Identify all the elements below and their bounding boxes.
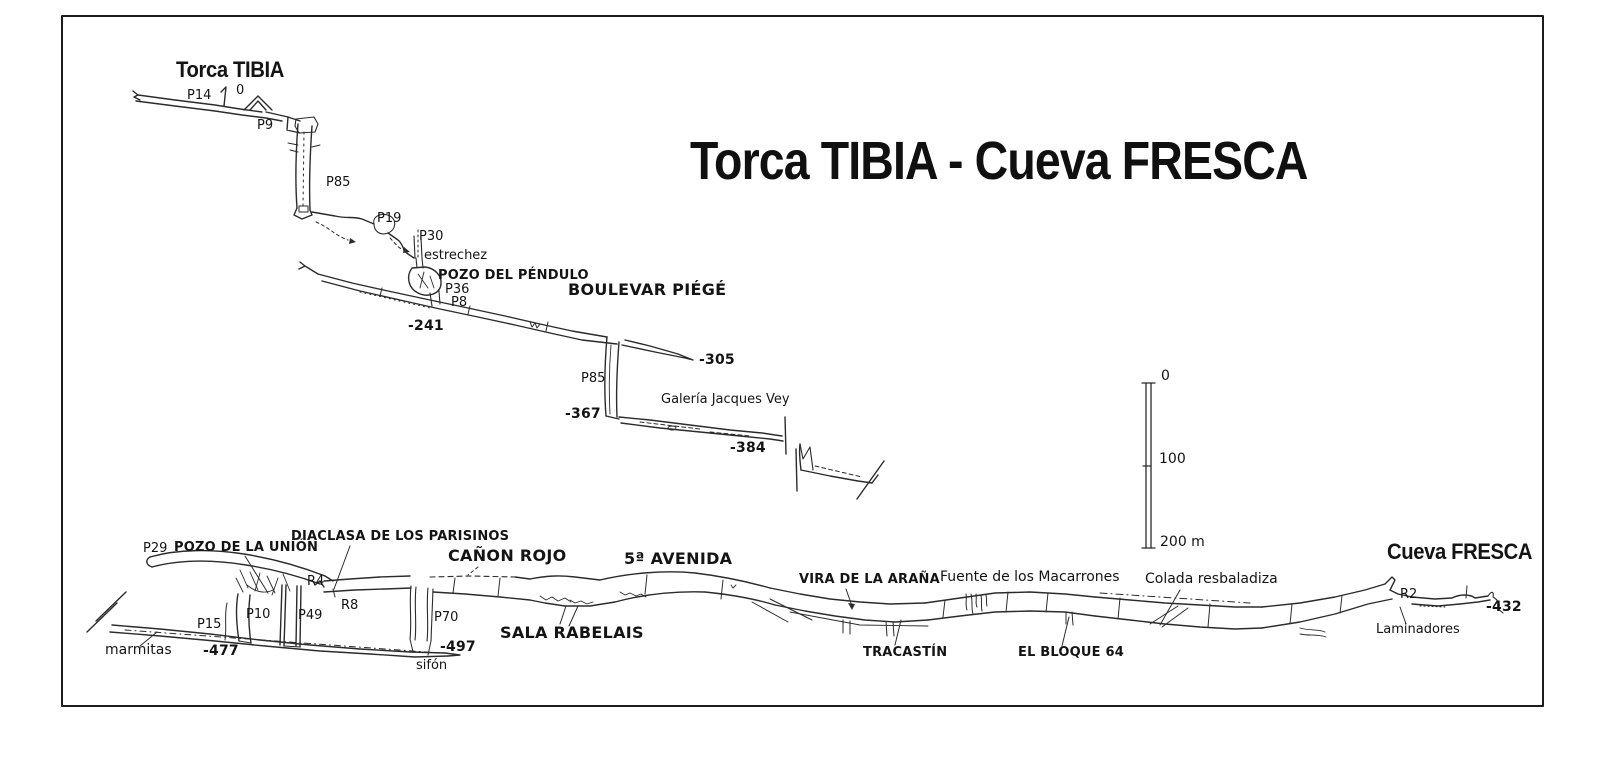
feature-label-galeria-jacques-vey: Galería Jacques Vey [661,392,790,407]
feature-label-vira-de-la-arana: VIRA DE LA ARAÑA [799,572,940,587]
pitch-label-p36: P36 [445,282,470,297]
pitch-label-p49: P49 [298,608,323,623]
pitch-label-p29: P29 [143,541,168,556]
feature-label-tracastin: TRACASTÍN [863,645,948,660]
feature-label-diaclasa-parisinos: DIACLASA DE LOS PARISINOS [291,529,510,544]
feature-label-sala-rabelais: SALA RABELAIS [500,623,644,642]
pitch-label-r4: R4 [307,574,325,589]
cueva-fresca-passages [86,545,1504,658]
feature-label-pozo-del-pendulo: POZO DEL PÉNDULO [438,268,589,283]
scale-bar [1141,382,1156,549]
feature-label-pozo-de-la-union: POZO DE LA UNIÓN [174,540,319,555]
map-title: Torca TIBIA - Cueva FRESCA [690,131,1308,191]
scale-tick-0: 0 [1161,368,1170,384]
pitch-label-p10: P10 [246,607,271,622]
pitch-label-r2: R2 [1400,587,1418,602]
pitch-label-p9: P9 [257,118,274,133]
entrance-name-torca-tibia: Torca TIBIA [176,57,285,82]
feature-label-fuente-macarrones: Fuente de los Macarrones [940,569,1120,585]
depth-label-241: -241 [408,318,444,334]
feature-label-canon-rojo: CAÑON ROJO [448,546,567,565]
pitch-label-p14: P14 [187,88,212,103]
depth-label-497: -497 [440,639,476,655]
pitch-label-r8: R8 [341,598,359,613]
feature-label-el-bloque-64: EL BLOQUE 64 [1018,645,1124,660]
scale-tick-100: 100 [1159,451,1186,467]
depth-label-432: -432 [1486,599,1522,615]
pitch-label-p15: P15 [197,617,222,632]
depth-label-305: -305 [699,352,735,368]
depth-label-384: -384 [730,440,766,456]
pitch-label-p85-lower: P85 [581,371,606,386]
torca-tibia-passages [132,86,885,500]
feature-label-boulevar-piege: BOULEVAR PIÉGÉ [568,280,727,299]
depth-label-0: 0 [236,83,245,98]
depth-label-477: -477 [203,643,239,659]
pitch-label-p85-upper: P85 [326,175,351,190]
feature-label-estrechez: estrechez [424,248,488,263]
scale-tick-200m: 200 m [1160,534,1205,550]
feature-label-laminadores: Laminadores [1376,622,1460,637]
feature-label-colada-resbaladiza: Colada resbaladiza [1145,571,1278,587]
pitch-label-p19: P19 [377,211,402,226]
depth-label-367: -367 [565,406,601,422]
feature-label-marmitas: marmitas [105,642,172,658]
feature-label-5a-avenida: 5ª AVENIDA [624,549,733,568]
feature-label-sifon: sifón [416,658,448,673]
entrance-name-cueva-fresca: Cueva FRESCA [1387,539,1533,564]
pitch-label-p30: P30 [419,229,444,244]
map-frame [61,15,1544,707]
pitch-label-p8: P8 [451,295,468,310]
pitch-label-p70: P70 [434,610,459,625]
